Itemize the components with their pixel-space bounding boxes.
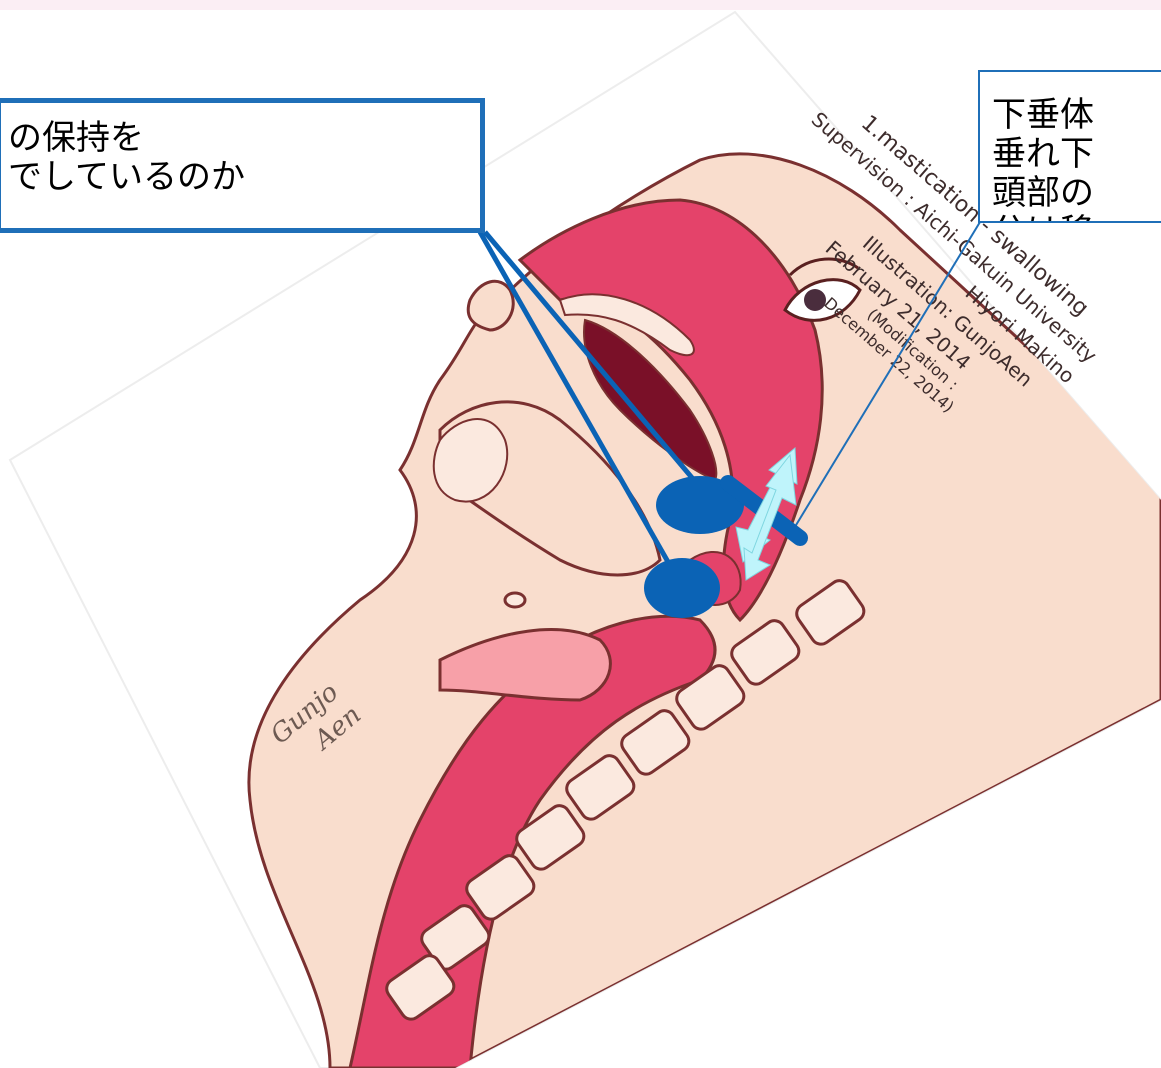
callout-right: 下垂体 垂れ下 頭部の 分は移 [978,70,1161,223]
hyoid-bone [505,593,525,607]
callout-left-line1: の保持を [8,118,144,158]
callout-right-line2: 垂れ下 [992,134,1094,174]
callout-right-line4: 分は移 [992,212,1094,223]
marker-epiglottis [644,558,720,618]
callout-right-line3: 頭部の [992,173,1094,213]
callout-right-line1: 下垂体 [992,95,1094,135]
callout-left: の保持を でしているのか [0,98,485,233]
callout-left-line2: でしているのか [8,157,245,197]
